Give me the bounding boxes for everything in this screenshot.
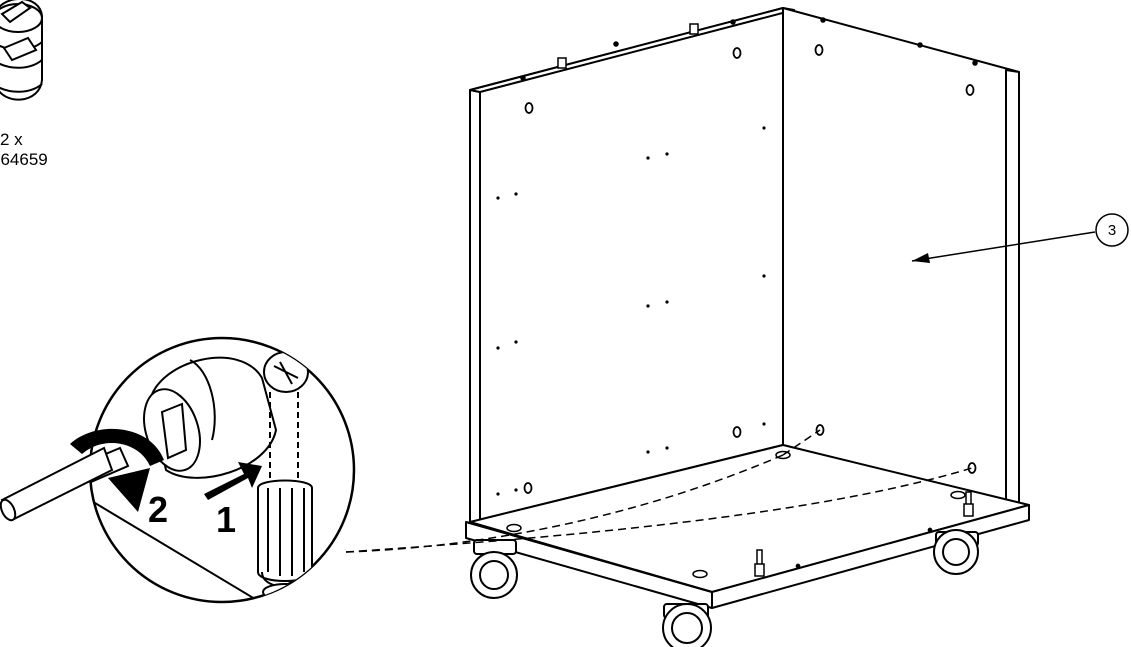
castor-wheel-front: [662, 603, 712, 647]
part-quantity-label: 2 x 164659: [0, 130, 48, 170]
top-dowels: [520, 17, 978, 81]
cabinet-carcass: [465, 7, 1030, 609]
detail-leader-lines: [345, 429, 973, 553]
left-panel-front-edge: [469, 89, 481, 523]
callout-number: 3: [1108, 222, 1116, 239]
shelf-pin-holes: [496, 126, 766, 496]
step-1-label: 1: [216, 499, 236, 540]
push-arrow-icon: [204, 462, 262, 500]
quantity: 2 x: [0, 130, 23, 149]
panel-holes: [523, 44, 977, 494]
right-panel-front-edge: [1005, 69, 1020, 506]
callout-panel-3: 3: [911, 213, 1129, 263]
castor-wheel-right: [933, 529, 979, 575]
part-number: 164659: [0, 150, 48, 169]
screwdriver-icon: [0, 446, 114, 522]
left-side-panel: [469, 7, 784, 523]
cam-lock-fitting-icon: [0, 0, 43, 101]
step-2-label: 2: [148, 489, 168, 530]
rotate-arrow-icon: [70, 428, 164, 512]
detail-magnifier: 2 1: [0, 336, 356, 604]
cam-bolts: [754, 491, 974, 577]
castor-wheel-left: [470, 539, 518, 599]
